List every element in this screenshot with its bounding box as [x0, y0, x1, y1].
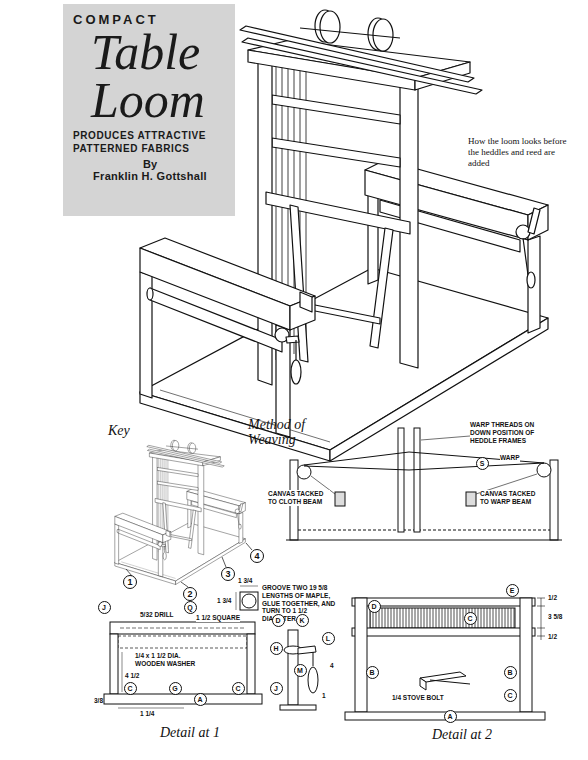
callout-letter: C: [504, 689, 517, 702]
callout-number: 4: [250, 549, 264, 563]
callout-number: 2: [183, 587, 197, 601]
callout-letter: H: [270, 642, 283, 655]
callout-letter: C: [232, 682, 245, 695]
dimension-label: 5/32 DRILL: [140, 611, 174, 619]
caption-text: Detail at 2: [432, 728, 492, 743]
note-text: How the loom looks before the heddles an…: [468, 136, 576, 168]
dimension-label: 4: [330, 662, 334, 670]
dimension-label: 1 1/2 SQUARE: [196, 614, 240, 622]
callout-number: 3: [221, 567, 235, 581]
dimension-label: 1/4 x 1 1/2 DIA. WOODEN WASHER: [135, 652, 205, 668]
dimension-label: 1: [322, 692, 326, 700]
dimension-label: 3/8: [94, 697, 103, 705]
callout-number: 1: [123, 575, 137, 589]
title-text: Franklin H. Gottshall: [73, 170, 227, 182]
dimension-label: 1/2: [548, 633, 557, 641]
caption-text: Key: [108, 424, 130, 439]
dimension-label: CANVAS TACKED TO CLOTH BEAM: [268, 490, 330, 506]
dimension-label: CANVAS TACKED TO WARP BEAM: [480, 490, 536, 506]
callout-letter: D: [368, 600, 381, 613]
dimension-label: 1 1/4: [140, 710, 154, 718]
callout-letter: A: [444, 710, 457, 723]
dimension-label: 1/2: [548, 594, 557, 602]
callout-letter: C: [124, 682, 137, 695]
caption-text: Detail at 1: [160, 726, 220, 741]
dimension-label: 1/4 STOVE BOLT: [392, 694, 444, 702]
callout-letter: Q: [184, 601, 197, 614]
dimension-label: WARP: [500, 454, 520, 462]
title-text: COMPACT: [73, 12, 227, 27]
callout-letter: B: [504, 666, 517, 679]
caption-text: Method of Weaving: [248, 418, 340, 447]
title-block: COMPACT Table LoomPRODUCES ATTRACTIVE PAT…: [63, 4, 235, 216]
title-text: PRODUCES ATTRACTIVE PATTERNED FABRICS: [73, 130, 227, 155]
callout-letter: C: [464, 612, 477, 625]
callout-letter: G: [169, 682, 182, 695]
callout-letter: L: [322, 632, 335, 645]
callout-letter: K: [296, 614, 309, 627]
title-text: Table Loom: [73, 29, 227, 124]
callout-letter: B: [366, 666, 379, 679]
dimension-label: 1 3/4: [238, 577, 252, 585]
callout-letter: E: [506, 584, 519, 597]
title-text: By: [73, 158, 227, 170]
callout-letter: S: [476, 457, 489, 470]
dimension-label: 1 3/4: [217, 597, 231, 605]
callout-letter: J: [98, 601, 111, 614]
dimension-label: WARP THREADS ON DOWN POSITION OF HEDDLE …: [470, 421, 555, 444]
dimension-label: 3 5/8: [548, 613, 562, 621]
callout-letter: D: [272, 614, 285, 627]
callout-letter: M: [294, 664, 307, 677]
dimension-label: 4 1/2: [125, 672, 139, 680]
callout-letter: A: [194, 693, 207, 706]
callout-letter: J: [270, 682, 283, 695]
